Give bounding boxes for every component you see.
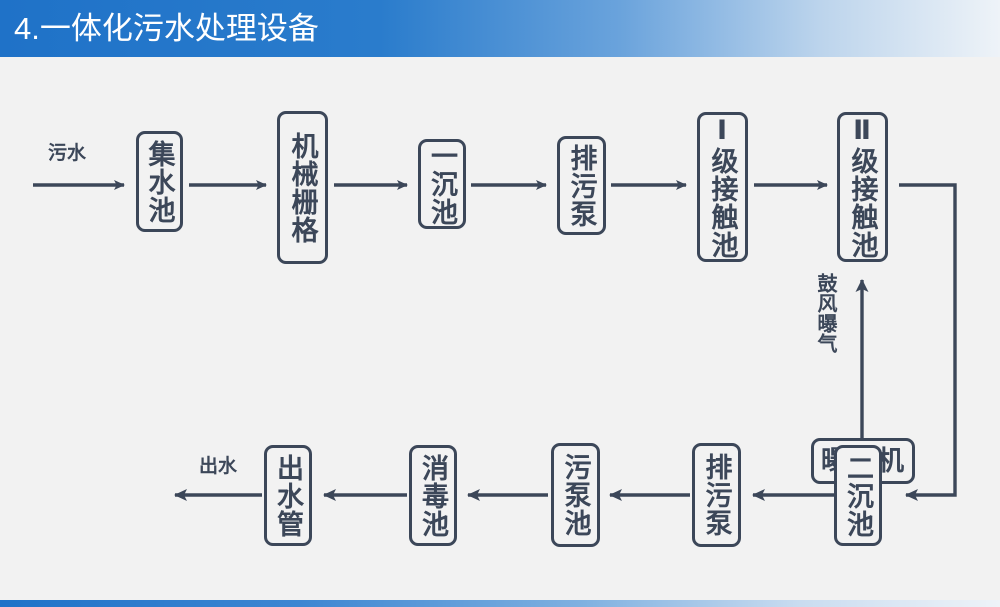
node-sewage-pump-2[interactable]: 排污泵 [692,443,741,547]
node-sewage-pump-1[interactable]: 排污泵 [557,136,606,235]
node-outlet-pipe[interactable]: 出水管 [264,445,312,546]
node-disinfection-tank[interactable]: 消毒池 [409,445,457,546]
bottom-accent-bar [0,600,1000,607]
inlet-label: 污水 [48,143,87,164]
process-flow-diagram: 污水 出水 鼓风曝气 集水池 机械栅格 一沉池 排污泵 Ⅰ级接触池 Ⅱ级接触池 … [0,57,1000,600]
node-mechanical-grille[interactable]: 机械栅格 [277,111,328,264]
aeration-label: 鼓风曝气 [814,273,836,353]
node-secondary-settler[interactable]: 二沉池 [834,445,882,546]
connector-layer [33,180,957,501]
node-contact-tank-1[interactable]: Ⅰ级接触池 [697,112,748,262]
outlet-label: 出水 [199,456,238,477]
page-title: 4.一体化污水处理设备 [14,11,319,46]
title-bar: 4.一体化污水处理设备 [0,0,1000,57]
node-sludge-pump-tank[interactable]: 污泵池 [551,443,600,547]
node-collect-tank[interactable]: 集水池 [136,131,183,232]
node-contact-tank-2[interactable]: Ⅱ级接触池 [837,112,888,262]
edge-contact2-to-settler2 [899,183,957,501]
node-primary-settler[interactable]: 一沉池 [418,139,466,229]
